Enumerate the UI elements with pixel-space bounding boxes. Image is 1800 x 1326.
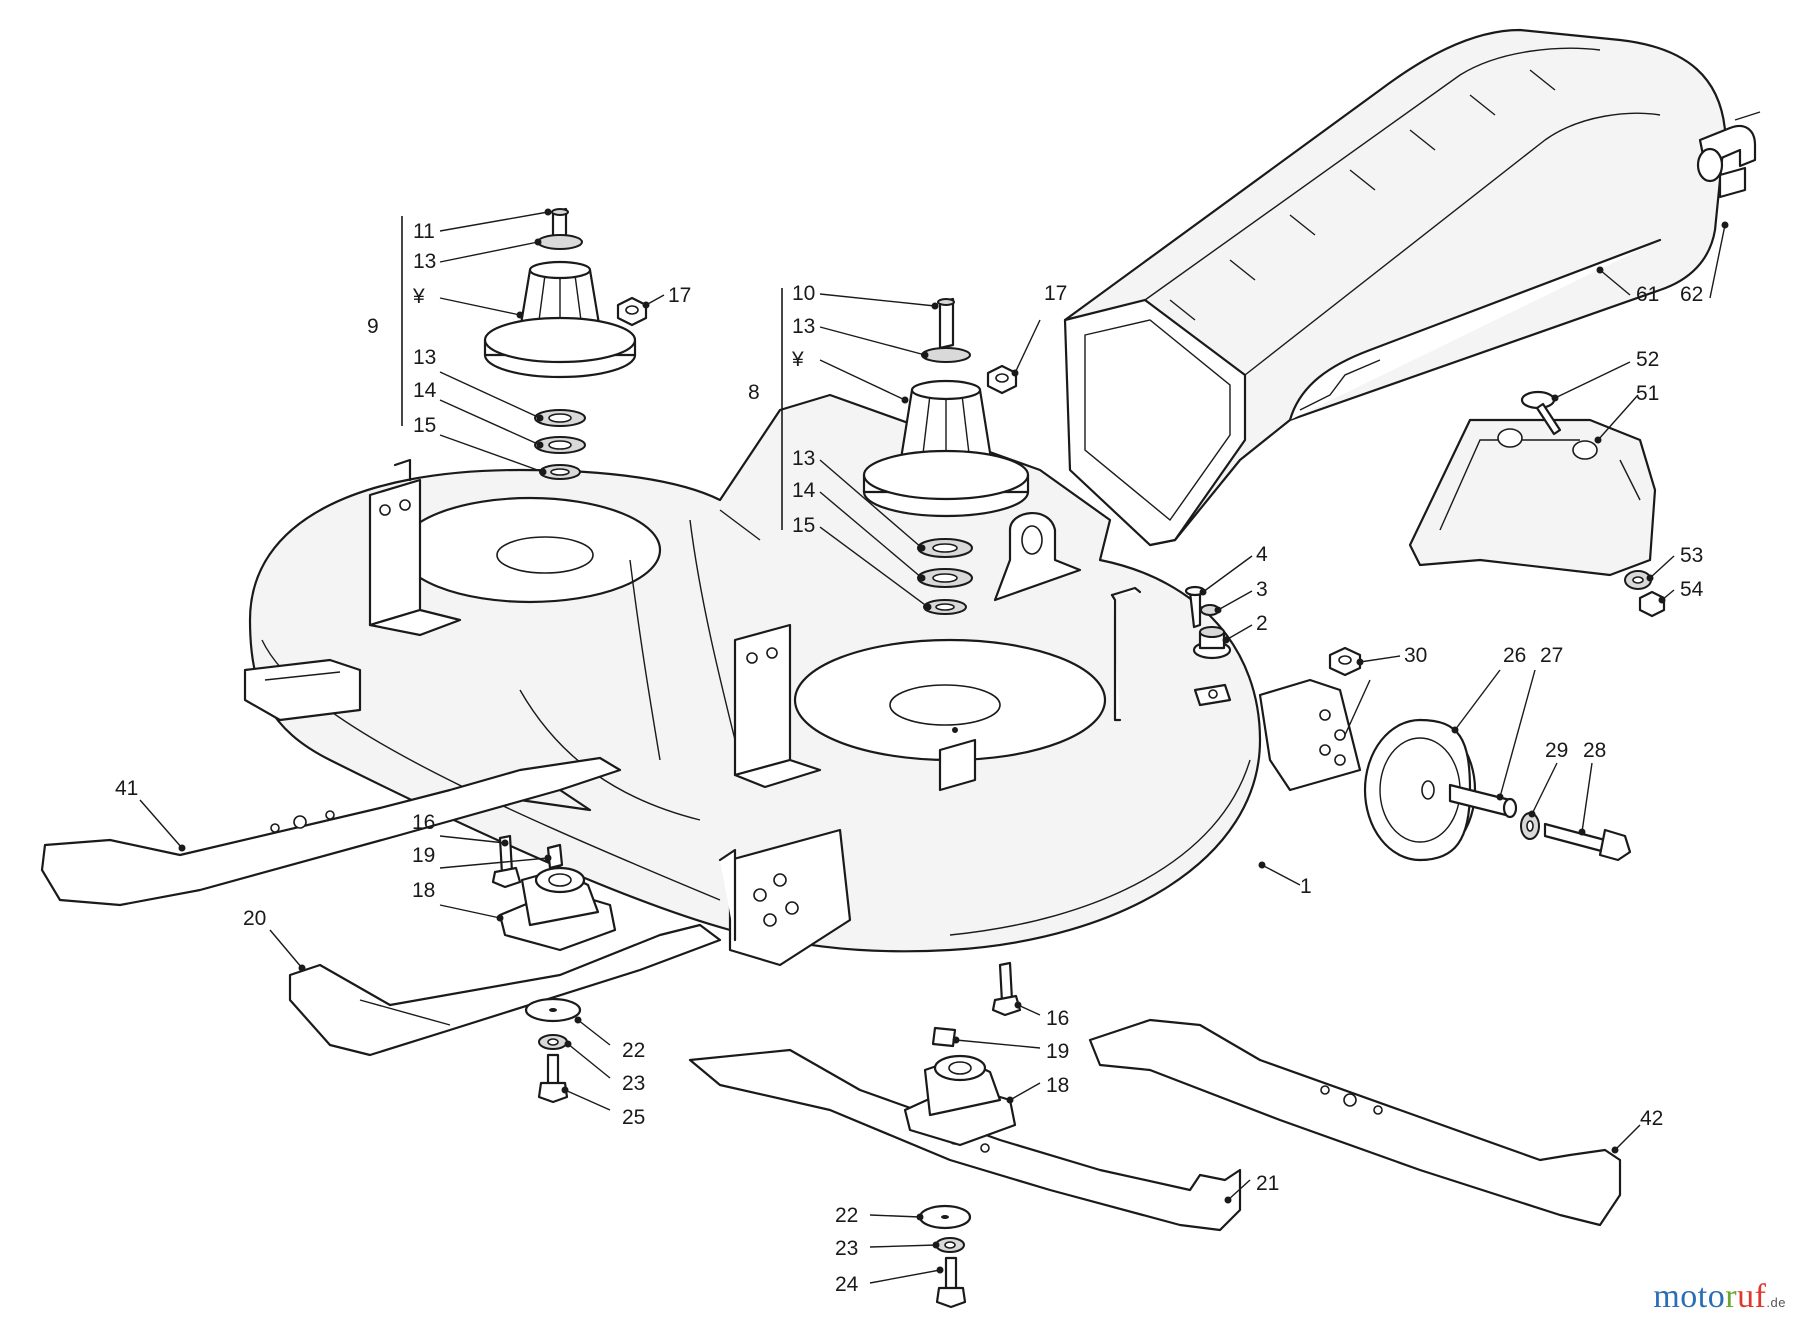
bolt-25 (537, 1053, 569, 1104)
blade-41 (40, 756, 622, 907)
callout-27: 27 (1540, 644, 1563, 667)
callout-16: 16 (412, 811, 435, 834)
callout-26: 26 (1503, 644, 1526, 667)
blade-adapter-right (903, 1054, 1017, 1147)
callout-14: 14 (413, 379, 437, 402)
callout-13: 13 (413, 346, 436, 369)
callout-1: 1 (1300, 875, 1312, 898)
callout-29: 29 (1545, 739, 1568, 762)
callout-42: 42 (1640, 1107, 1663, 1130)
right-spindle-assembly (862, 297, 1030, 615)
callout-13: 13 (792, 447, 815, 470)
callout-53: 53 (1680, 544, 1703, 567)
discharge-chute (1063, 28, 1727, 547)
callout-19: 19 (412, 844, 435, 867)
blade-42 (1088, 1018, 1622, 1227)
callout-41: 41 (115, 777, 138, 800)
callout-4: 4 (1256, 543, 1268, 566)
washer-22-right (918, 1204, 972, 1230)
leader-lines (139, 208, 1729, 1284)
callout-54: 54 (1680, 578, 1704, 601)
washer-53 (1624, 570, 1652, 590)
callout-9: 9 (367, 315, 379, 338)
washer-22-left (524, 997, 582, 1023)
callout-21: 21 (1256, 1172, 1279, 1195)
brand-part-2: r (1725, 1278, 1738, 1315)
callout-18: 18 (1046, 1074, 1069, 1097)
callout-22: 22 (622, 1039, 645, 1062)
spacer-27 (1448, 783, 1518, 819)
nut-17-left (616, 296, 648, 327)
screw-4 (1184, 585, 1206, 629)
bolt-16-center (991, 961, 1022, 1017)
callout-24: 24 (835, 1273, 859, 1296)
callout-30: 30 (1404, 644, 1427, 667)
brand-tld: .de (1766, 1295, 1786, 1310)
callout-yen: ¥ (412, 285, 425, 308)
callout-23: 23 (622, 1072, 645, 1095)
callout-23: 23 (835, 1237, 858, 1260)
callout-13: 13 (792, 315, 815, 338)
blade-adapter-left (498, 866, 617, 952)
callout-15: 15 (413, 414, 436, 437)
callout-18: 18 (412, 879, 435, 902)
callout-61: 61 (1636, 283, 1659, 306)
chute-latch (1696, 111, 1761, 199)
callout-15: 15 (792, 514, 815, 537)
bushing-2 (1192, 626, 1232, 660)
callout-62: 62 (1680, 283, 1703, 306)
callout-51: 51 (1636, 382, 1659, 405)
callout-22: 22 (835, 1204, 858, 1227)
callout-11: 11 (413, 220, 435, 243)
nut-54 (1638, 590, 1666, 618)
callout-17: 17 (1044, 282, 1067, 305)
callout-13: 13 (413, 250, 436, 273)
callout-8: 8 (748, 381, 760, 404)
callout-52: 52 (1636, 348, 1659, 371)
key-19-left (546, 843, 564, 870)
callout-10: 10 (792, 282, 815, 305)
mower-deck-housing (243, 393, 1362, 967)
brand-part-1: moto (1653, 1278, 1726, 1315)
washer-23-right (935, 1237, 965, 1253)
washer-29 (1520, 812, 1540, 840)
callout-28: 28 (1583, 739, 1606, 762)
callout-labels: 11 13 ¥ 9 13 14 15 17 10 13 ¥ 8 13 14 15… (115, 220, 1704, 1296)
callout-2: 2 (1256, 612, 1268, 635)
left-spindle-assembly (483, 207, 637, 480)
brand-watermark: motoruf.de (1653, 1278, 1786, 1316)
bolt-24 (935, 1256, 967, 1309)
callout-20: 20 (243, 907, 266, 930)
blade-20 (288, 923, 722, 1057)
nut-30 (1328, 646, 1362, 677)
callout-3: 3 (1256, 578, 1268, 601)
callout-17: 17 (668, 284, 691, 307)
callout-19: 19 (1046, 1040, 1069, 1063)
callout-16: 16 (1046, 1007, 1069, 1030)
callout-25: 25 (622, 1106, 645, 1129)
brand-part-3: uf (1737, 1278, 1767, 1315)
callout-14: 14 (792, 479, 816, 502)
mulch-deflector (1408, 418, 1657, 577)
key-19-right (931, 1026, 957, 1048)
bolt-28 (1543, 822, 1632, 862)
callout-yen: ¥ (791, 348, 804, 371)
washer-23-left (538, 1034, 568, 1050)
nut-17-right (986, 364, 1018, 395)
